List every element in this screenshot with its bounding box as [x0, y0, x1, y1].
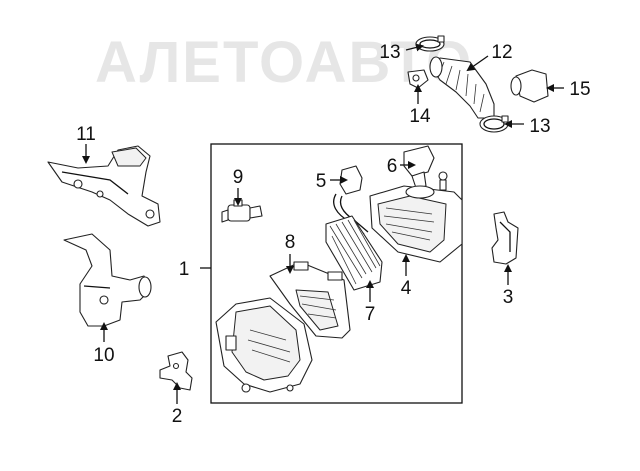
part-13-clamp-lower: [479, 115, 509, 133]
watermark-logo: АЛЕТОАВТО: [95, 30, 473, 95]
callout-4: 4: [401, 278, 412, 299]
callout-15: 15: [569, 79, 590, 100]
callout-2: 2: [172, 406, 183, 427]
part-12-intake-hose: [429, 56, 495, 119]
callout-10: 10: [93, 345, 114, 366]
part-10-resonator-duct: [63, 233, 152, 327]
part-7-filter-element: [325, 215, 383, 291]
callout-7: 7: [365, 304, 376, 325]
callout-9: 9: [233, 167, 244, 188]
part-15-duct-end: [510, 69, 549, 103]
callout-6: 6: [387, 156, 398, 177]
callout-3: 3: [503, 287, 514, 308]
part-6-sensor: [403, 145, 448, 191]
part-5-clip: [333, 165, 369, 235]
part-11-bracket: [47, 145, 161, 227]
callout-8: 8: [285, 232, 296, 253]
callout-5: 5: [316, 171, 327, 192]
lower-air-box: [215, 297, 313, 393]
callout-numbers: 1 2 3 4 5 6 7 8 9 10 11 12 13 13 14 15: [76, 42, 590, 427]
part-8-filter-frame: [269, 261, 351, 339]
callout-1: 1: [179, 259, 190, 280]
callout-13-lower: 13: [529, 116, 550, 137]
part-4-housing-lid: [369, 185, 463, 263]
assembly-frame: [210, 143, 463, 404]
callout-11: 11: [76, 124, 96, 145]
callout-13-upper: 13: [379, 42, 400, 63]
leader-lines: [82, 43, 564, 404]
callout-12: 12: [491, 42, 512, 63]
callout-14: 14: [409, 106, 431, 127]
part-2-bracket: [159, 351, 193, 391]
part-9-valve: [221, 199, 263, 223]
part-3-bracket: [491, 211, 519, 265]
part-14-grommet: [407, 69, 429, 89]
